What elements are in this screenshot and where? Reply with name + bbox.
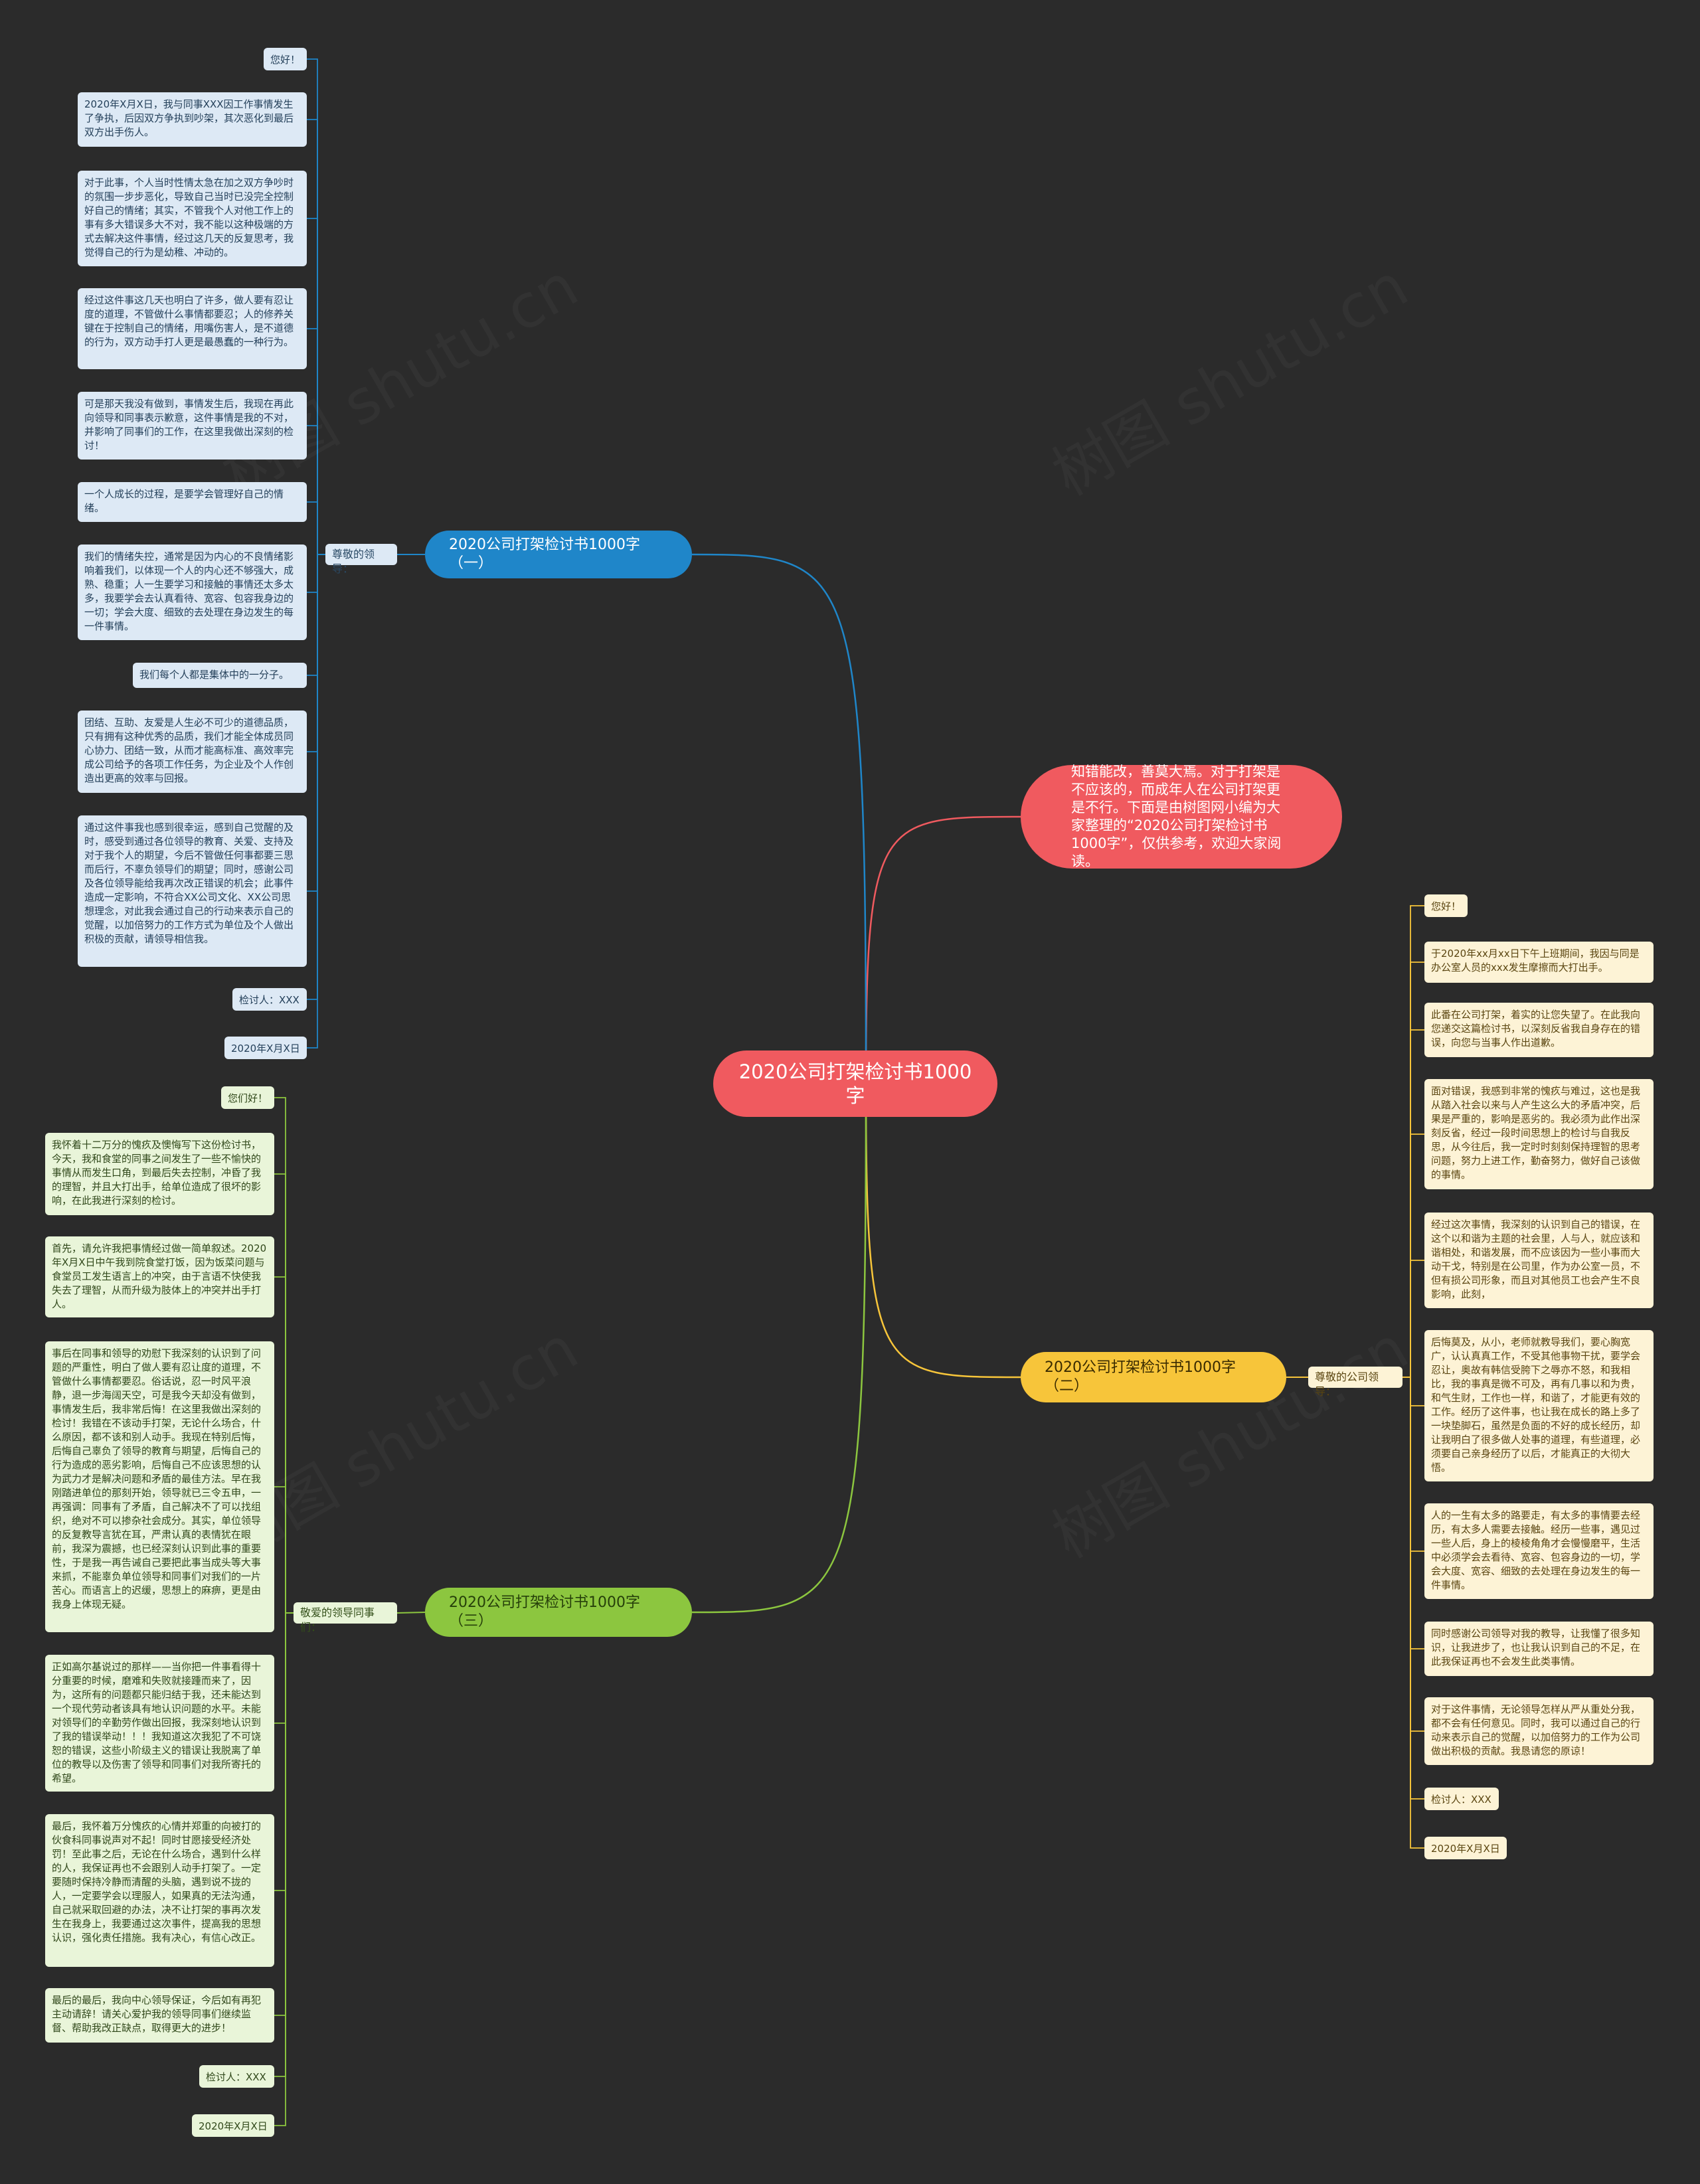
branch-2-label[interactable]: 尊敬的公司领导： <box>1308 1367 1402 1398</box>
connector-line <box>274 1097 294 1614</box>
leaf-item[interactable]: 对于这件事情，无论领导怎样从严从重处分我，都不会有任何意见。同时，我可以通过自己… <box>1424 1697 1654 1765</box>
connector-line <box>274 1612 294 2126</box>
leaf-item[interactable]: 人的一生有太多的路要走，有太多的事情要去经历，有太多人需要去接触。经历一些事，遇… <box>1424 1503 1654 1599</box>
leaf-item[interactable]: 最后的最后，我向中心领导保证，今后如有再犯主动请辞！请关心爱护我的领导同事们继续… <box>45 1988 274 2043</box>
connector-line <box>307 554 325 752</box>
connector-line <box>1402 905 1424 1378</box>
leaf-item[interactable]: 您好！ <box>264 48 307 70</box>
intro-node[interactable]: 知错能改，善莫大焉。对于打架是不应该的，而成年人在公司打架更是不行。下面是由树图… <box>1021 764 1342 869</box>
leaf-item[interactable]: 首先，请允许我把事情经过做一简单叙述。2020年X月X日中午我到院食堂打饭，因为… <box>45 1236 274 1317</box>
leaf-item[interactable]: 检讨人：XXX <box>232 988 307 1011</box>
connector-line <box>1402 1260 1424 1378</box>
leaf-item[interactable]: 一个人成长的过程，是要学会管理好自己的情绪。 <box>78 482 307 522</box>
connector-line <box>307 119 325 555</box>
leaf-item[interactable]: 我们的情绪失控，通常是因为内心的不良情绪影响着我们，以体现一个人的内心还不够强大… <box>78 545 307 640</box>
connector-line <box>307 554 325 1000</box>
connector-line <box>274 1612 294 1891</box>
connector-line <box>1402 962 1424 1378</box>
leaf-item[interactable]: 我怀着十二万分的愧疚及懊悔写下这份检讨书，今天，我和食堂的同事之间发生了一些不愉… <box>45 1133 274 1215</box>
leaf-item[interactable]: 检讨人：XXX <box>1424 1788 1499 1810</box>
branch-1-label[interactable]: 尊敬的领导： <box>325 544 397 575</box>
connector-line <box>307 554 325 593</box>
leaf-item[interactable]: 可是那天我没有做到，事情发生后，我现在再此向领导和同事表示歉意，这件事情是我的不… <box>78 392 307 460</box>
leaf-item[interactable]: 此番在公司打架，着实的让您失望了。在此我向您递交这篇检讨书，以深刻反省我自身存在… <box>1424 1003 1654 1057</box>
leaf-item[interactable]: 最后，我怀着万分愧疚的心情并郑重的向被打的伙食科同事说声对不起！同时甘愿接受经济… <box>45 1814 274 1967</box>
connector-line <box>1402 1377 1424 1406</box>
connector-line <box>307 58 325 555</box>
connector-line <box>865 1083 1021 1379</box>
connector-line <box>1402 1377 1424 1649</box>
leaf-item[interactable]: 团结、互助、友爱是人生必不可少的道德品质，只有拥有这种优秀的品质，我们才能全体成… <box>78 711 307 793</box>
leaf-item[interactable]: 我们每个人都是集体中的一分子。 <box>133 663 307 688</box>
connector-line <box>274 1612 294 1724</box>
leaf-item[interactable]: 后悔莫及，从小，老师就教导我们，要心胸宽广，认认真真工作，不受其他事物干扰，要学… <box>1424 1330 1654 1481</box>
connector-line <box>307 554 325 676</box>
connector-line <box>691 1083 867 1614</box>
connector-line <box>307 218 325 555</box>
connector-line <box>1402 1134 1424 1378</box>
connector-line <box>307 328 325 555</box>
connector-line <box>274 1486 294 1614</box>
leaf-item[interactable]: 检讨人：XXX <box>199 2065 274 2088</box>
root-node[interactable]: 2020公司打架检讨书1000字 <box>713 1050 997 1117</box>
connector-line <box>307 554 325 892</box>
connector-line <box>274 1612 294 2016</box>
branch-2[interactable]: 2020公司打架检讨书1000字（二） <box>1021 1352 1286 1402</box>
connector-line <box>1402 1377 1424 1849</box>
connector-line <box>307 425 325 555</box>
leaf-item[interactable]: 正如高尔基说过的那样——当你把一件事看得十分重要的时候，磨难和失败就接踵而来了，… <box>45 1655 274 1792</box>
leaf-item[interactable]: 通过这件事我也感到很幸运，感到自己觉醒的及时，感受到通过各位领导的教育、关爱、支… <box>78 815 307 967</box>
leaf-item[interactable]: 同时感谢公司领导对我的教导，让我懂了很多知识，让我进步了，也让我认识到自己的不足… <box>1424 1622 1654 1676</box>
leaf-item[interactable]: 您们好！ <box>221 1086 274 1109</box>
leaf-item[interactable]: 2020年X月X日 <box>192 2114 274 2137</box>
leaf-item[interactable]: 面对错误，我感到非常的愧疚与难过，这也是我从踏入社会以来与人产生这么大的矛盾冲突… <box>1424 1079 1654 1189</box>
leaf-item[interactable]: 2020年X月X日，我与同事XXX因工作事情发生了争执，后因双方争执到吵架，其次… <box>78 92 307 147</box>
connector-line <box>307 501 325 555</box>
connector-line <box>1402 1377 1424 1732</box>
leaf-item[interactable]: 对于此事，个人当时性情太急在加之双方争吵时的氛围一步步恶化，导致自己当时已没完全… <box>78 171 307 266</box>
connector-line <box>1402 1029 1424 1378</box>
leaf-item[interactable]: 经过这次事情，我深刻的认识到自己的错误，在这个以和谐为主题的社会里，人与人，就应… <box>1424 1213 1654 1308</box>
leaf-item[interactable]: 事后在同事和领导的劝慰下我深刻的认识到了问题的严重性，明白了做人要有忍让度的道理… <box>45 1341 274 1632</box>
leaf-item[interactable]: 2020年X月X日 <box>224 1037 307 1059</box>
connector-line <box>865 815 1021 1084</box>
connector-line <box>691 553 867 1084</box>
connector-line <box>1402 1377 1424 1552</box>
branch-3-label[interactable]: 敬爱的领导同事们： <box>294 1602 397 1634</box>
connector-line <box>274 1276 294 1614</box>
branch-3[interactable]: 2020公司打架检讨书1000字（三） <box>425 1588 692 1637</box>
leaf-item[interactable]: 2020年X月X日 <box>1424 1837 1507 1859</box>
connector-line <box>274 1173 294 1614</box>
connector-line <box>396 1612 426 1614</box>
leaf-item[interactable]: 您好！ <box>1424 894 1468 917</box>
leaf-item[interactable]: 于2020年xx月xx日下午上班期间，我因与同是办公室人员的xxx发生摩擦而大打… <box>1424 942 1654 983</box>
connector-line <box>274 1612 294 2077</box>
connector-line <box>307 554 325 1049</box>
leaf-item[interactable]: 经过这件事这几天也明白了许多，做人要有忍让度的道理，不管做什么事情都要忍；人的修… <box>78 288 307 369</box>
branch-1[interactable]: 2020公司打架检讨书1000字（一） <box>425 531 692 578</box>
connector-line <box>1402 1377 1424 1800</box>
